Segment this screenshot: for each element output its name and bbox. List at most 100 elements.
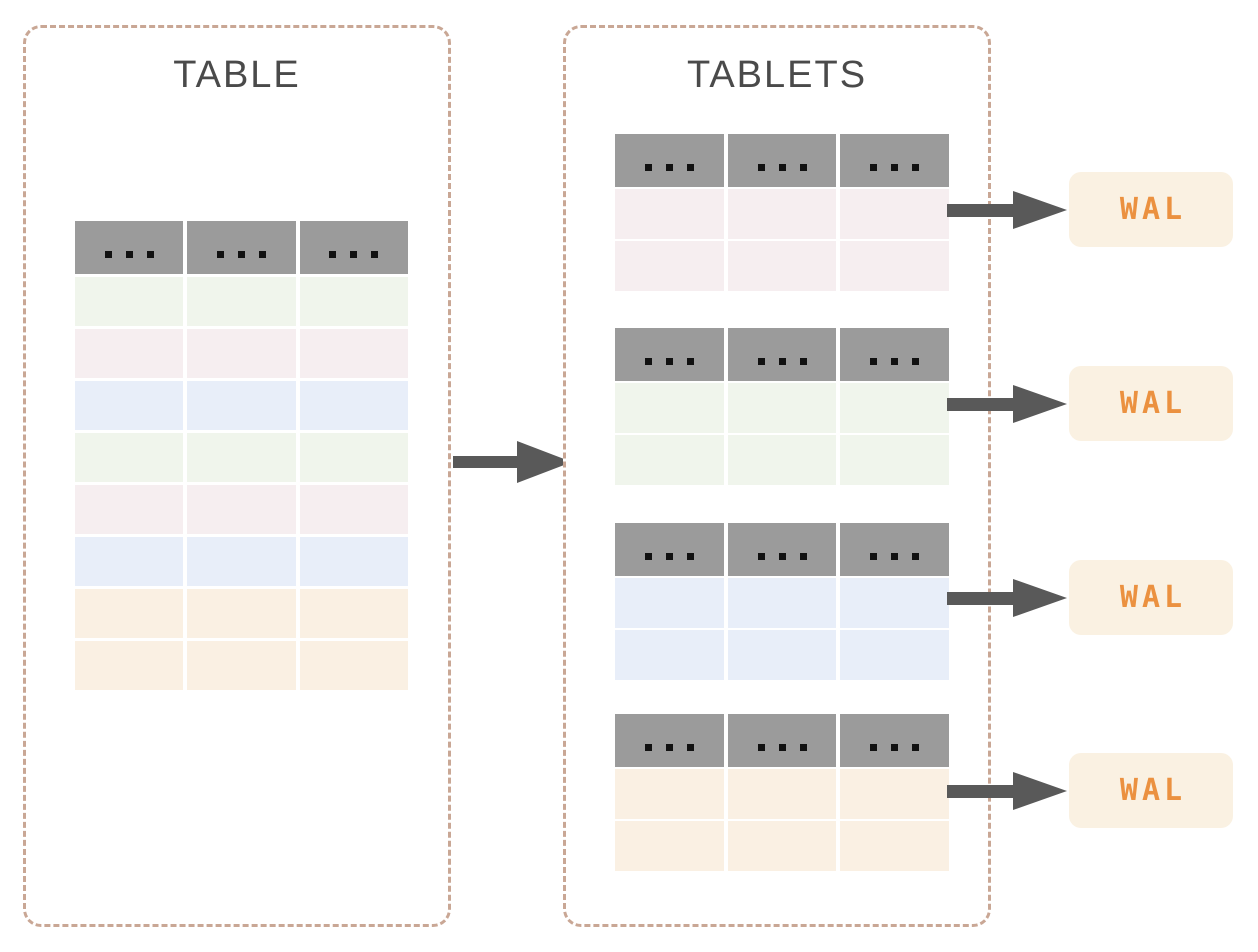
dot-icon [891,743,899,751]
table-cell [615,383,724,433]
tablet-4-to-wal-arrow-icon [947,772,1067,810]
table-cell [75,381,184,430]
dot-icon [757,552,765,560]
table-cell [75,433,184,482]
wal-label: WAL [1119,192,1187,227]
table-cell [299,537,408,586]
table-row-pink [615,241,950,291]
table-row-orange [75,589,408,638]
table-row-blue [615,578,950,628]
table-cell [840,189,950,239]
table-cell [615,189,724,239]
table-cell [299,277,408,326]
table-row-orange [615,769,950,819]
table-cell [615,821,724,871]
ellipsis-icon [757,552,807,560]
table-cell [299,433,408,482]
ellipsis-icon [329,250,379,258]
table-header-cell [187,221,296,274]
table-header-row [615,328,950,381]
table-cell [187,329,296,378]
table-header-row [615,523,950,576]
table-row-green [75,277,408,326]
dot-icon [757,357,765,365]
table-cell [727,769,837,819]
ellipsis-icon [757,163,807,171]
ellipsis-icon [870,552,920,560]
table-cell [615,241,724,291]
table-row-pink [615,189,950,239]
dot-icon [350,250,358,258]
table-header-cell [840,134,950,187]
tablet-2-to-wal-arrow-icon [947,385,1067,423]
dot-icon [686,163,694,171]
dot-icon [329,250,337,258]
table-row-orange [75,641,408,690]
table-cell [75,589,184,638]
wal-box: WAL [1069,172,1233,247]
table-header-cell [615,523,724,576]
ellipsis-icon [870,163,920,171]
ellipsis-icon [644,743,694,751]
table-cell [727,241,837,291]
table-header-cell [840,523,950,576]
wal-box: WAL [1069,560,1233,635]
table-row-blue [615,630,950,680]
table-cell [615,578,724,628]
tablet-1-table [615,134,950,291]
dot-icon [799,743,807,751]
ellipsis-icon [104,250,154,258]
ellipsis-icon [644,357,694,365]
table-cell [727,383,837,433]
arrow-head [1013,191,1067,229]
table-cell [187,381,296,430]
dot-icon [644,357,652,365]
table-panel-title: TABLE [173,54,301,96]
table-cell [840,435,950,485]
table-cell [75,537,184,586]
table-cell [840,769,950,819]
ellipsis-icon [870,357,920,365]
table-cell [727,578,837,628]
table-cell [187,433,296,482]
table-cell [840,383,950,433]
dot-icon [912,357,920,365]
table-cell [840,578,950,628]
dot-icon [912,743,920,751]
dot-icon [891,357,899,365]
dot-icon [757,163,765,171]
table-cell [299,485,408,534]
dot-icon [757,743,765,751]
table-cell [727,630,837,680]
arrow-shaft [453,456,517,468]
dot-icon [870,357,878,365]
table-row-green [615,383,950,433]
dot-icon [912,552,920,560]
ellipsis-icon [216,250,266,258]
dot-icon [644,163,652,171]
table-header-cell [840,714,950,767]
dot-icon [371,250,379,258]
source-table [75,221,408,690]
arrow-head [1013,772,1067,810]
dot-icon [125,250,133,258]
ellipsis-icon [757,743,807,751]
table-header-cell [299,221,408,274]
tablet-3-table [615,523,950,680]
tablets-panel: TABLETS [563,25,991,927]
dot-icon [686,552,694,560]
arrow-head [517,441,572,483]
table-header-cell [615,328,724,381]
dot-icon [258,250,266,258]
dot-icon [799,163,807,171]
dot-icon [665,743,673,751]
table-cell [75,485,184,534]
table-cell [299,381,408,430]
table-header-cell [615,714,724,767]
table-header-cell [840,328,950,381]
dot-icon [799,552,807,560]
table-cell [299,589,408,638]
ellipsis-icon [644,163,694,171]
table-header-cell [727,714,837,767]
table-row-green [75,433,408,482]
